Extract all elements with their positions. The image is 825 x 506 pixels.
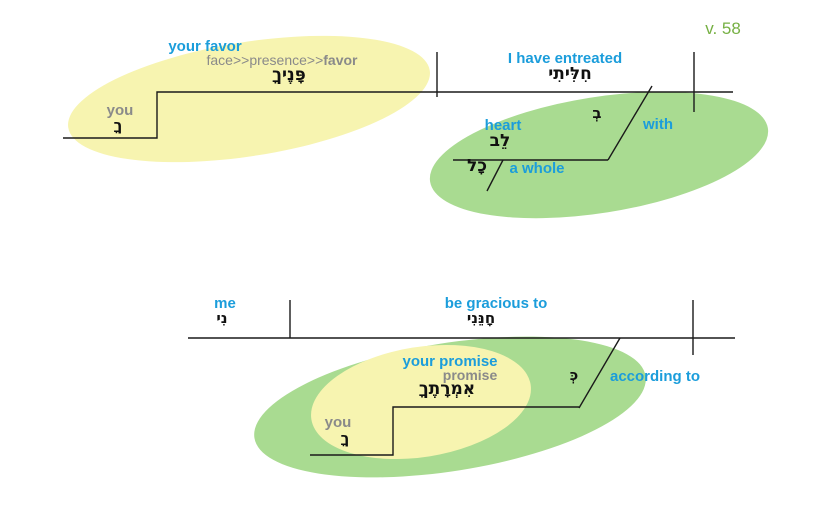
clause1-object-suffix-hebrew: ךָ <box>113 116 123 134</box>
verse-number: v. 58 <box>705 19 741 38</box>
clause1-object-gloss: your favor <box>168 38 242 55</box>
clause1-baseline-and-step <box>63 91 733 139</box>
clause2-verb-gloss: be gracious to <box>444 295 548 312</box>
clause1-modifier-diagonal <box>486 159 504 192</box>
clause2-preposition-diagonal <box>578 337 621 409</box>
clause1-preposition-gloss: with <box>643 116 673 133</box>
clause1-adjunct-noun-gloss: heart <box>484 117 522 134</box>
clause1-object-semantic-bold: favor <box>323 52 358 68</box>
clause2-noun-suffix-hebrew: ךָ <box>340 429 350 447</box>
clause1-object-semantic-prefix: face>>presence>> <box>206 52 324 68</box>
clause2-adjunct-noun-semantic: promise <box>442 367 498 383</box>
clause1-preposition-diagonal <box>607 85 653 161</box>
clause1-modifier-gloss: a whole <box>509 160 565 177</box>
highlight-ellipse-your-promise <box>311 344 531 460</box>
clause1-object-suffix-gloss: you <box>106 102 134 119</box>
clause1-adjunct-noun-hebrew: לֵב <box>489 131 511 151</box>
clause2-verb-hebrew: חָנֵּנִי <box>466 309 496 327</box>
clause1-verb-gloss: I have entreated <box>507 50 623 67</box>
clause2-preposition-gloss: according to <box>609 368 701 385</box>
clause2-preposition-hebrew: כְּ <box>569 366 579 384</box>
clause2-object-suffix-hebrew: נִי <box>216 309 228 327</box>
clause1-modifier-hebrew: כָל <box>467 156 487 176</box>
clause2-adjunct-noun-hebrew: אִמְרָתֶךָ <box>418 379 476 399</box>
clause1-object-hebrew: פָּנֶיךָ <box>272 65 306 85</box>
clause2-adjunct-noun-gloss: your promise <box>402 353 498 370</box>
clause1-object-semantic: face>>presence>>favor <box>207 53 358 68</box>
clause2-noun-suffix-gloss: you <box>324 414 352 431</box>
clause1-preposition-hebrew: בְ <box>592 104 602 122</box>
clause2-adjunct-noun-line-and-step <box>310 406 579 456</box>
highlight-ellipse-whole-heart <box>429 91 769 219</box>
clause1-verb-hebrew: חִלִּיתִי <box>548 64 592 84</box>
highlight-ellipse-your-favor <box>68 35 430 163</box>
clause2-object-suffix-gloss: me <box>214 295 236 312</box>
